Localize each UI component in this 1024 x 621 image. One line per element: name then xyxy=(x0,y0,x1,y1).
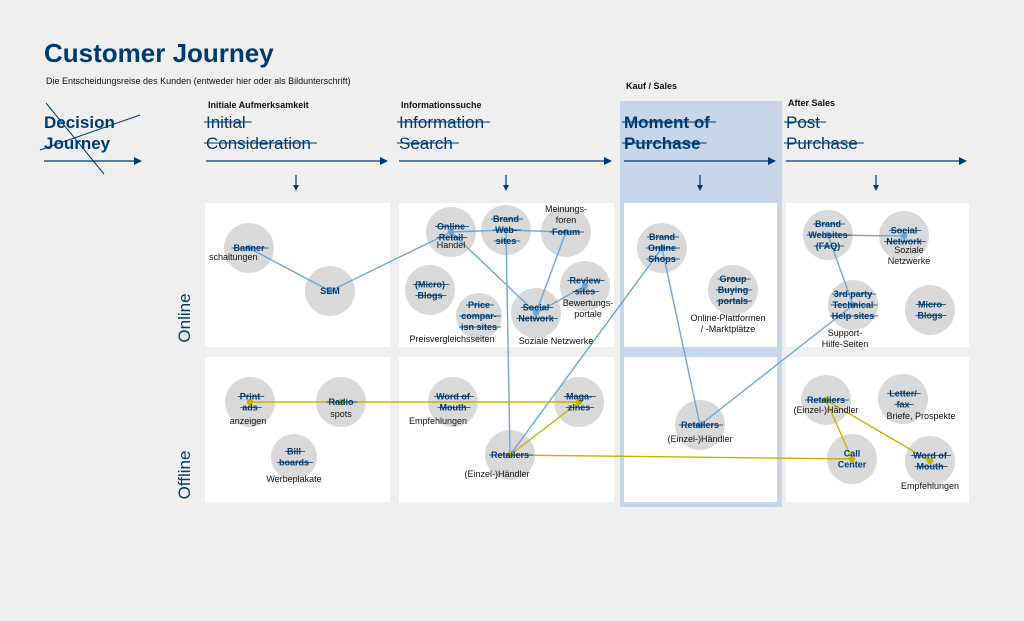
connection-dot xyxy=(447,228,455,236)
connection-dot xyxy=(581,282,589,290)
page-title: Customer Journey xyxy=(44,38,274,68)
node-german-label-tech-help: Hilfe-Seiten xyxy=(822,339,869,349)
node-german-label-forum: Meinungs- xyxy=(545,204,587,214)
phase-arrow-head-icon xyxy=(604,157,612,165)
node-german-label-word-of-mouth-2: Empfehlungen xyxy=(901,481,959,491)
node-german-label-word-of-mouth-1: Empfehlungen xyxy=(409,416,467,426)
offline-connection-line xyxy=(509,401,580,456)
node-billboards xyxy=(271,434,317,480)
connection-dot xyxy=(532,309,540,317)
down-arrow-icon xyxy=(293,185,299,191)
down-arrow-icon xyxy=(873,185,879,191)
node-german-label-price-comparison: Preisvergleichsseiten xyxy=(409,334,494,344)
cross-line xyxy=(39,114,141,151)
decision-journey-line2: Journey xyxy=(44,134,111,153)
offline-connection-line xyxy=(825,399,931,462)
node-german-label-social-network-1: Soziale Netzwerke xyxy=(519,336,594,346)
node-label-call-center: Center xyxy=(838,460,867,470)
online-connection-line xyxy=(248,247,331,292)
node-german-label-forum: foren xyxy=(556,215,577,225)
online-connection-line xyxy=(827,234,854,306)
online-connection-line xyxy=(535,231,567,314)
offline-connection-line xyxy=(825,399,853,460)
node-german-label-group-buying: / -Marktplätze xyxy=(701,324,756,334)
node-german-label-group-buying: Online-Plattformen xyxy=(690,313,765,323)
cross-line xyxy=(45,102,105,175)
connection-dot xyxy=(926,457,934,465)
connection-dot xyxy=(246,398,254,406)
down-arrow-icon xyxy=(503,185,509,191)
node-german-label-online-retail: Handel xyxy=(437,240,466,250)
node-german-label-retailers-3: (Einzel-)Händler xyxy=(793,405,858,415)
page-subtitle: Die Entscheidungsreise des Kunden (entwe… xyxy=(46,76,351,86)
node-german-label-banner: schaltungen xyxy=(209,252,258,262)
node-label-sem: SEM xyxy=(320,286,340,296)
node-german-label-letter-fax: Briefe, Prospekte xyxy=(886,411,955,421)
node-german-label-print-ads: anzeigen xyxy=(230,416,267,426)
phase-label-1: Informationssuche xyxy=(401,100,482,110)
online-connection-line xyxy=(661,247,701,426)
row-label-online: Online xyxy=(175,293,194,342)
node-german-label-billboards: Werbeplakate xyxy=(266,474,321,484)
phase-label-3: After Sales xyxy=(788,98,835,108)
node-letter-fax xyxy=(878,374,928,424)
connection-dot xyxy=(575,398,583,406)
connection-dot xyxy=(900,232,908,240)
online-connection-line xyxy=(509,247,663,456)
node-german-label-social-network-2: Netzwerke xyxy=(888,256,931,266)
node-german-label-radio-spots: spots xyxy=(330,409,352,419)
node-label-call-center: Call xyxy=(844,449,861,459)
phase-label-0: Initiale Aufmerksamkeit xyxy=(208,100,309,110)
connection-dot xyxy=(848,455,856,463)
phase-arrow-head-icon xyxy=(768,157,776,165)
node-german-label-social-network-2: Soziale xyxy=(894,245,924,255)
arrow-head-icon xyxy=(134,157,142,165)
phase-arrow-head-icon xyxy=(380,157,388,165)
online-connection-line xyxy=(329,231,452,292)
row-label-offline: Offline xyxy=(175,451,194,500)
online-connection-line xyxy=(450,231,537,314)
node-german-label-retailers-2: (Einzel-)Händler xyxy=(667,434,732,444)
online-connection-line xyxy=(505,229,511,456)
phase-label-2: Kauf / Sales xyxy=(626,81,677,91)
node-german-label-review-sites: portale xyxy=(574,309,602,319)
node-german-label-retailers-1: (Einzel-)Händler xyxy=(464,469,529,479)
node-german-label-tech-help: Support- xyxy=(828,328,863,338)
node-micro-blogs-2 xyxy=(905,285,955,335)
online-connection-line xyxy=(699,304,854,426)
down-arrow-icon xyxy=(697,185,703,191)
connection-dot xyxy=(326,287,334,295)
node-micro-blogs-1 xyxy=(405,265,455,315)
decision-journey-line1: Decision xyxy=(44,113,115,132)
node-german-label-review-sites: Bewertungs- xyxy=(563,298,614,308)
phase-arrow-head-icon xyxy=(959,157,967,165)
offline-connection-line xyxy=(509,454,853,460)
online-connection-line xyxy=(535,285,586,314)
